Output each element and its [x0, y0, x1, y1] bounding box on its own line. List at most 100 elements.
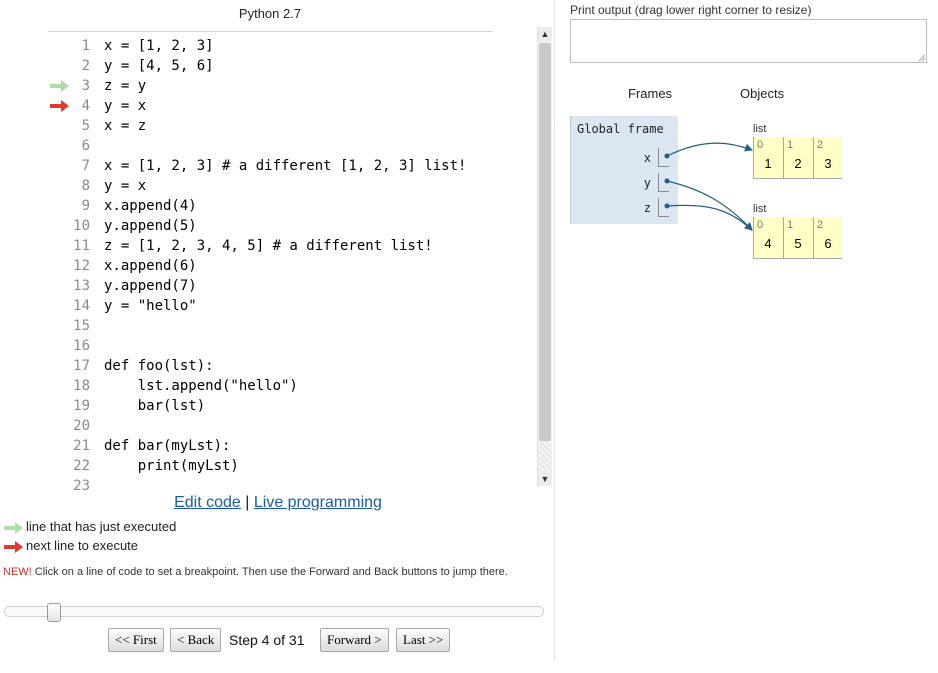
code-line[interactable]: 14 y = "hello" [48, 296, 536, 316]
list-object: 0 4 1 5 2 6 [753, 217, 842, 259]
step-slider-handle[interactable] [47, 603, 61, 622]
code-text: def bar(myLst): [104, 438, 231, 454]
line-number: 11 [73, 238, 90, 254]
line-number: 6 [81, 138, 90, 154]
code-text: lst.append("hello") [104, 378, 298, 394]
variable-name: z [643, 201, 651, 215]
resize-grip-icon[interactable] [918, 54, 926, 62]
list-cell: 1 5 [783, 217, 812, 258]
line-number: 5 [81, 118, 90, 134]
line-number: 23 [73, 478, 90, 494]
line-number: 12 [73, 258, 90, 274]
code-line[interactable]: 15 [48, 316, 536, 336]
scroll-thumb[interactable] [539, 43, 551, 441]
code-header-rule [48, 31, 492, 32]
list-index: 2 [817, 139, 824, 151]
code-text: x = [1, 2, 3] [104, 38, 214, 54]
line-number: 18 [73, 378, 90, 394]
line-number: 16 [73, 338, 90, 354]
code-scrollbar[interactable]: ▲ ▼ [537, 27, 552, 486]
list-value: 3 [824, 156, 832, 171]
list-cell: 0 1 [753, 137, 782, 178]
code-line[interactable]: 6 [48, 136, 536, 156]
legend-just-executed-text: line that has just executed [26, 519, 177, 534]
live-programming-link[interactable]: Live programming [253, 494, 382, 511]
line-number: 14 [73, 298, 90, 314]
edit-code-link[interactable]: Edit code [174, 494, 241, 511]
code-line[interactable]: 5 x = z [48, 116, 536, 136]
code-text: x.append(4) [104, 198, 197, 214]
line-number: 13 [73, 278, 90, 294]
code-text: y = x [104, 98, 147, 114]
list-cell: 2 3 [813, 137, 842, 178]
list-index: 1 [787, 139, 794, 151]
code-text: y = x [104, 178, 147, 194]
object-type-label: list [753, 203, 767, 215]
list-value: 4 [764, 236, 772, 251]
variable-value-slot [658, 198, 669, 217]
link-separator: | [245, 494, 250, 511]
variable-name: x [643, 151, 651, 165]
print-output-box[interactable] [570, 19, 927, 63]
forward-button[interactable]: Forward > [320, 628, 389, 652]
print-output-label: Print output (drag lower right corner to… [570, 3, 812, 17]
code-line[interactable]: 18 lst.append("hello") [48, 376, 536, 396]
code-line[interactable]: 20 [48, 416, 536, 436]
variable-value-slot [658, 173, 669, 192]
variable-value-slot [658, 148, 669, 167]
code-text: y = [4, 5, 6] [104, 58, 214, 74]
first-button[interactable]: << First [108, 628, 164, 652]
code-text: z = [1, 2, 3, 4, 5] # a different list! [104, 238, 433, 254]
code-text: y.append(5) [104, 218, 197, 234]
scroll-track[interactable] [539, 441, 551, 470]
code-line[interactable]: 22 print(myLst) [48, 456, 536, 476]
code-line[interactable]: 10 y.append(5) [48, 216, 536, 236]
list-value: 1 [764, 156, 772, 171]
line-number: 15 [73, 318, 90, 334]
back-button[interactable]: < Back [170, 628, 222, 652]
language-label: Python 2.7 [238, 6, 302, 21]
objects-header: Objects [740, 86, 785, 101]
red-arrow-icon [4, 540, 23, 553]
column-divider [554, 0, 555, 660]
next-line-arrow-icon [50, 100, 69, 112]
code-line[interactable]: 23 [48, 476, 536, 496]
code-text: x = z [104, 118, 147, 134]
code-text: y = "hello" [104, 298, 197, 314]
frames-header: Frames [628, 86, 673, 101]
list-value: 6 [824, 236, 832, 251]
code-text: z = y [104, 78, 147, 94]
line-number: 8 [81, 178, 90, 194]
code-line[interactable]: 8 y = x [48, 176, 536, 196]
code-text: x.append(6) [104, 258, 197, 274]
list-index: 1 [787, 219, 794, 231]
scroll-up-arrow-icon[interactable]: ▲ [538, 27, 552, 41]
line-number: 9 [81, 198, 90, 214]
object-type-label: list [753, 123, 767, 135]
line-number: 10 [73, 218, 90, 234]
list-cell: 2 6 [813, 217, 842, 258]
code-line[interactable]: 11 z = [1, 2, 3, 4, 5] # a different list… [48, 236, 536, 256]
green-arrow-icon [4, 521, 23, 534]
code-text: bar(lst) [104, 398, 206, 414]
code-line[interactable]: 19 bar(lst) [48, 396, 536, 416]
list-index: 2 [817, 219, 824, 231]
step-slider[interactable] [4, 606, 544, 617]
variable-name: y [643, 176, 651, 190]
just-executed-arrow-icon [50, 80, 69, 92]
breakpoint-note-text: Click on a line of code to set a breakpo… [31, 566, 508, 578]
scroll-down-arrow-icon[interactable]: ▼ [538, 472, 552, 486]
last-button[interactable]: Last >> [396, 628, 451, 652]
code-line[interactable]: 12 x.append(6) [48, 256, 536, 276]
code-line[interactable]: 16 [48, 336, 536, 356]
code-line[interactable]: 9 x.append(4) [48, 196, 536, 216]
